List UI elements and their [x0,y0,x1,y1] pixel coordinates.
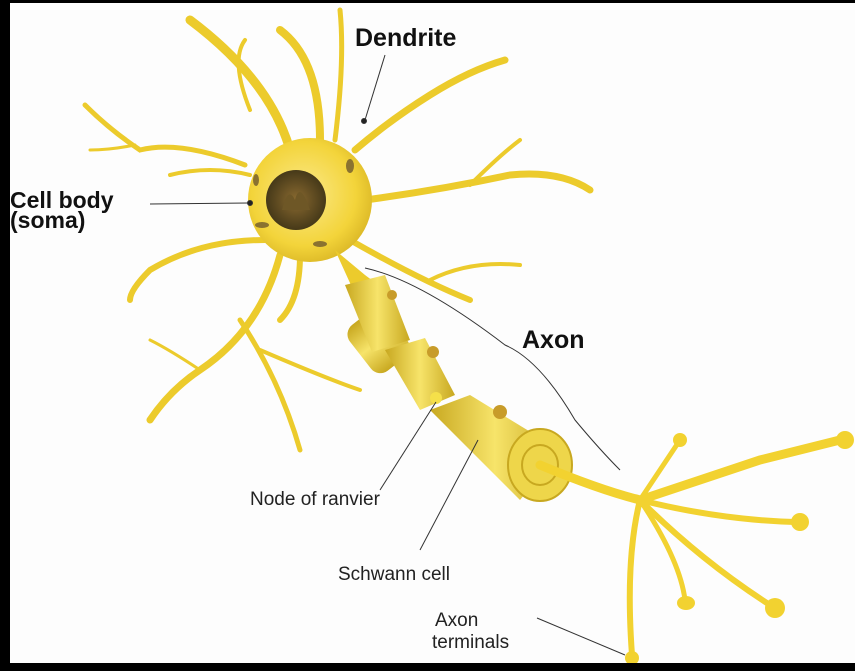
label-cell-body: Cell body [10,187,114,213]
label-axon: Axon [522,326,585,354]
label-dendrite: Dendrite [355,24,457,52]
organelles [253,159,354,247]
node-of-ranvier [430,392,442,404]
diagram-canvas: Dendrite Cell body (soma) Axon Node of r… [10,3,855,663]
label-soma: (soma) [10,207,86,233]
label-axon-terminals-1: Axon [435,610,479,631]
axon-terminals [535,435,845,658]
dendrites [82,7,594,453]
label-schwann-cell: Schwann cell [338,564,450,585]
leader-lines [149,54,626,656]
label-node-of-ranvier: Node of ranvier [250,489,380,510]
neuron-illustration [82,7,854,663]
label-axon-terminals-2: terminals [432,632,510,653]
axon [335,250,573,502]
